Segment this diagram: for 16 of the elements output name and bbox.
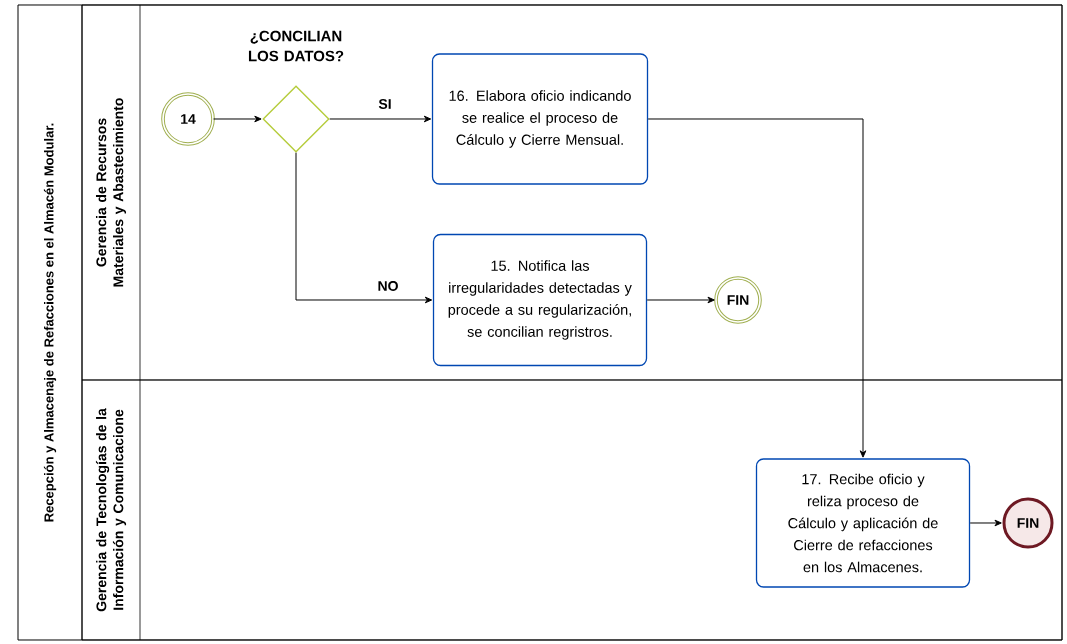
task-box: 15. Notifica las irregularidades detectadas y procede a su regularización, se concilian regristros. [432,233,648,367]
edge-label: SI [377,98,393,110]
arrow [295,152,433,304]
start-event: 14 [161,92,215,146]
edge-label: NO [376,280,400,292]
arrow [213,115,262,123]
question-label: ¿CONCILIAN LOS DATOS? [248,30,344,62]
arrow [329,115,432,123]
arrow [647,118,867,458]
arrow [646,296,715,304]
decision-diamond [262,85,330,153]
end-event: FIN [714,276,762,324]
arrow [969,519,1002,527]
task-box: 17. Recibe oficio y reliza proceso de Cálculo y aplicación de Cierre de refacciones en los Almacenes. [755,458,971,588]
task-box: 16. Elabora oficio indicando se realice el proceso de Cálculo y Cierre Mensual. [431,53,649,185]
end-event: FIN [1002,497,1054,549]
